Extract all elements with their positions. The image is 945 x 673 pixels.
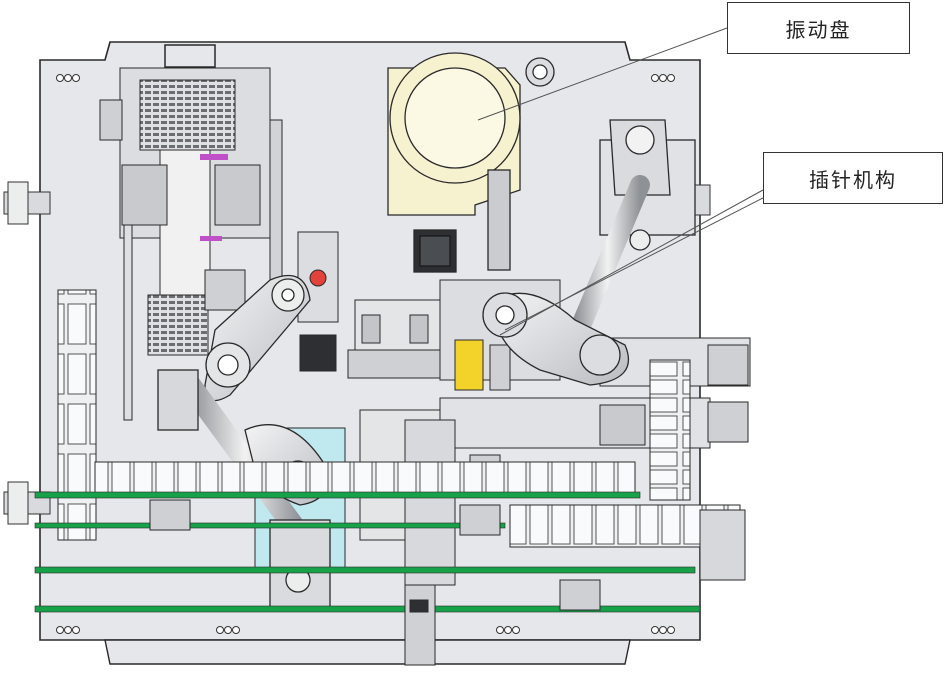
lower-drives	[149, 499, 601, 666]
feeder-chain	[57, 289, 97, 541]
mounting-holes	[56, 74, 675, 634]
green-rails	[34, 491, 701, 613]
tray-module	[99, 44, 283, 421]
pin-insertion-mechanism-label: 插针机构	[763, 152, 943, 204]
control-boxes	[297, 231, 449, 379]
left-scara-robot	[157, 274, 331, 611]
vibration-plate-label: 振动盘	[727, 2, 910, 54]
main-conveyor	[94, 461, 746, 581]
leader-lines	[477, 27, 764, 336]
pin-insertion-robot	[482, 119, 696, 386]
vibration-bowl	[387, 52, 555, 273]
